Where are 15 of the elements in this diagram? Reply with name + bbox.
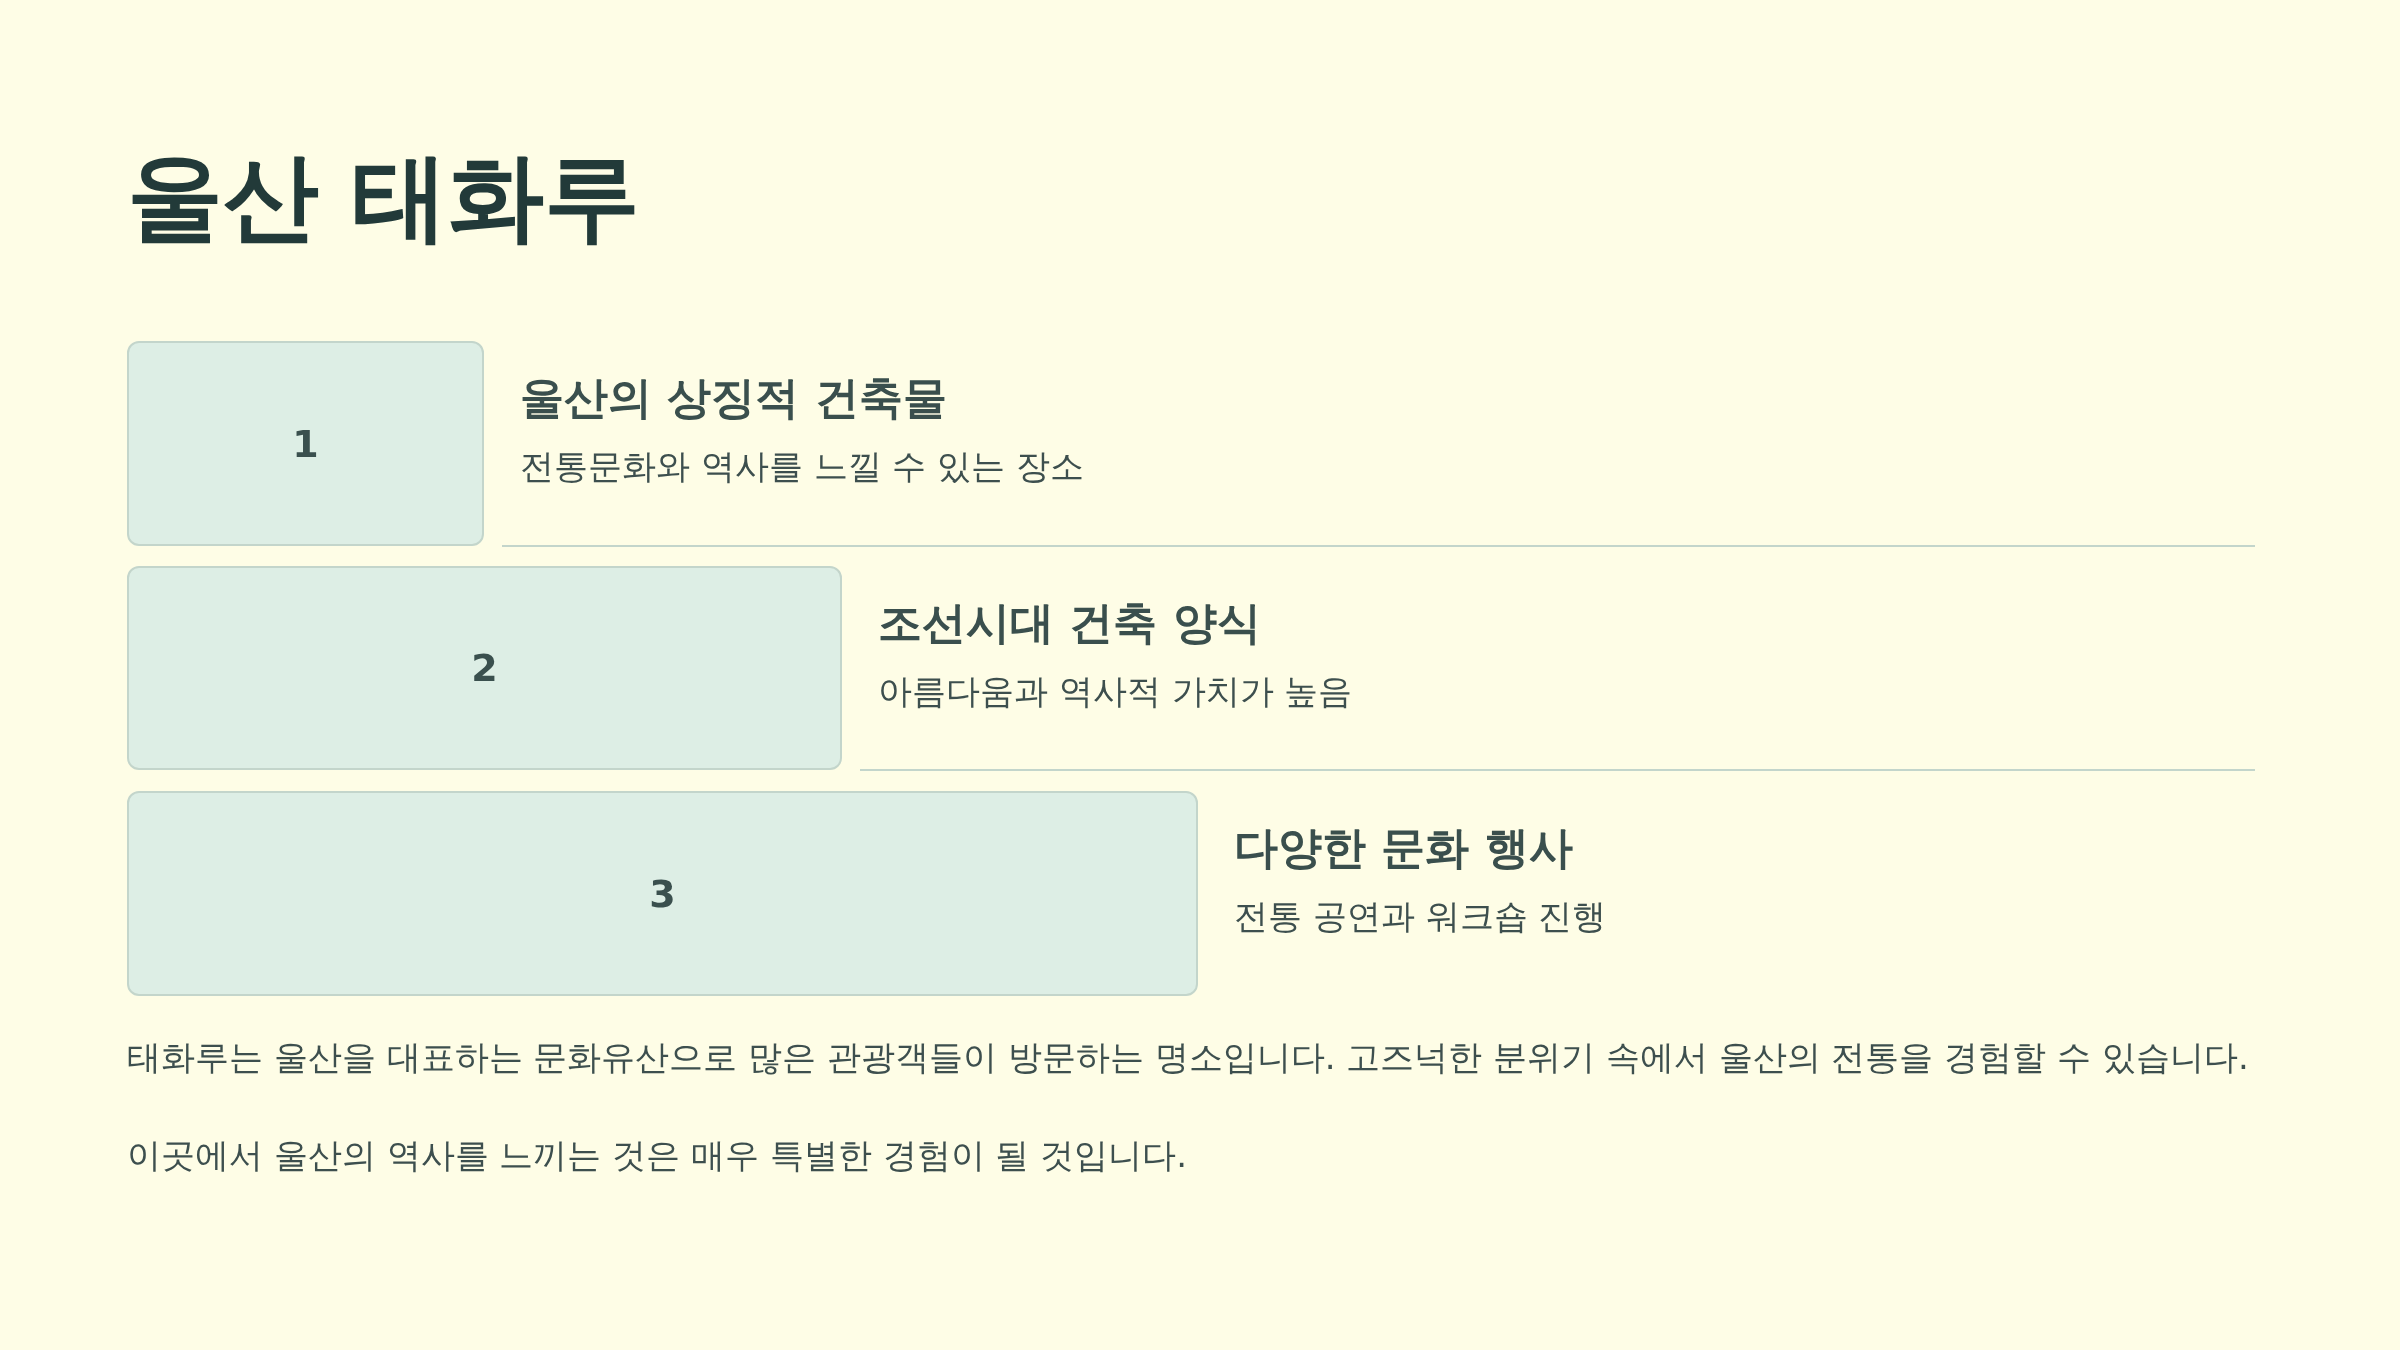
item-heading: 울산의 상징적 건축물 (520, 372, 947, 425)
slide-title: 울산 태화루 (127, 140, 641, 255)
step-panel (127, 566, 842, 770)
body-paragraph: 이곳에서 울산의 역사를 느끼는 것은 매우 특별한 경험이 될 것입니다. (127, 1134, 1188, 1177)
item-heading: 다양한 문화 행사 (1234, 822, 1573, 875)
step-panel (127, 791, 1198, 996)
step-number: 3 (649, 874, 676, 913)
item-heading: 조선시대 건축 양식 (878, 597, 1261, 650)
body-paragraph: 태화루는 울산을 대표하는 문화유산으로 많은 관광객들이 방문하는 명소입니다. 고즈넉한 분위기 속에서 울산의 전통을 경험할 수 있습니다. (127, 1036, 2249, 1079)
step-number: 1 (292, 424, 319, 463)
item-description: 전통 공연과 워크숍 진행 (1234, 896, 1607, 937)
step-number: 2 (471, 649, 498, 687)
item-description: 아름다움과 역사적 가치가 높음 (878, 671, 1353, 712)
item-description: 전통문화와 역사를 느낄 수 있는 장소 (520, 446, 1085, 487)
step-panel (127, 341, 484, 546)
